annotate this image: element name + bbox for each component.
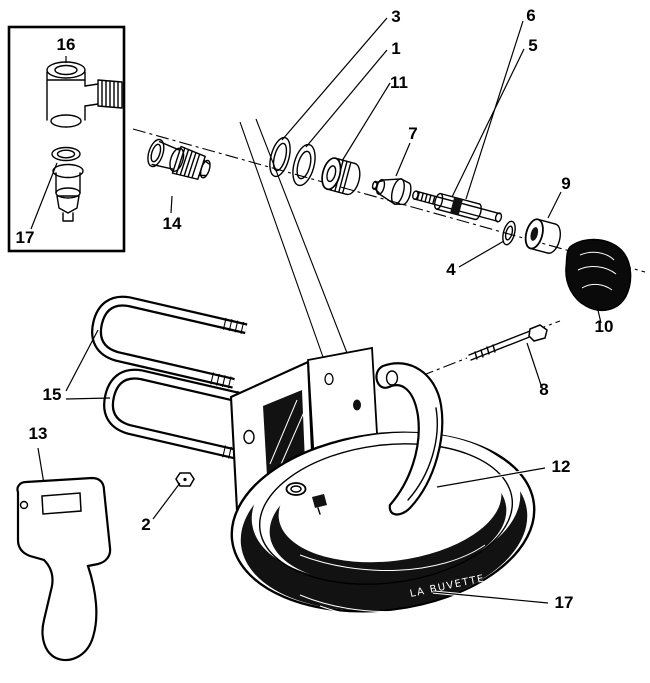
callout-13: 13 [29, 424, 48, 443]
callout-8: 8 [539, 380, 548, 399]
inset-box [7, 25, 126, 253]
callouts: 16 17 14 3 1 11 6 5 7 9 4 10 8 15 13 2 1… [16, 6, 614, 612]
callout-1: 1 [391, 39, 400, 58]
part-11-gland-nut [321, 157, 361, 196]
part-5-6-valve-stem [412, 190, 503, 223]
callout-11: 11 [390, 73, 408, 92]
callout-3: 3 [391, 7, 400, 26]
part-9-nut [524, 218, 561, 254]
callout-15: 15 [43, 385, 62, 404]
callout-14: 14 [163, 214, 182, 233]
bolt-centerline-left [420, 357, 468, 377]
part-3-oring [269, 136, 291, 178]
part-13-flap [16, 476, 112, 662]
leader-17-inset [30, 162, 58, 230]
callout-12: 12 [552, 457, 571, 476]
part-16-tee-fitting [46, 61, 123, 128]
callout-5: 5 [528, 36, 537, 55]
part-15-ubolt-upper [90, 290, 248, 389]
part-17-bowl: LA BUVETTE [230, 431, 536, 620]
callout-9: 9 [561, 174, 570, 193]
callout-10: 10 [595, 317, 614, 336]
callout-17-bowl: 17 [555, 593, 574, 612]
leader-lines [37, 17, 602, 605]
projection-lines [239, 118, 348, 358]
drain-ring [285, 482, 327, 515]
part-7-valve-cone [371, 178, 412, 206]
part-17-valve-inset [51, 146, 84, 222]
callout-2: 2 [141, 515, 150, 534]
hook-tongue [375, 362, 444, 516]
part-1-washer [292, 143, 316, 187]
callout-17-inset: 17 [16, 228, 35, 247]
part-10-paddle [565, 238, 632, 312]
part-2-nut [175, 472, 195, 487]
callout-6: 6 [526, 6, 535, 25]
callout-4: 4 [446, 260, 456, 279]
callout-16: 16 [57, 35, 76, 54]
part-4-washer [502, 220, 516, 246]
part-8-bolt [468, 324, 548, 361]
part-14-elbow-fitting [147, 138, 211, 180]
callout-7: 7 [408, 124, 417, 143]
